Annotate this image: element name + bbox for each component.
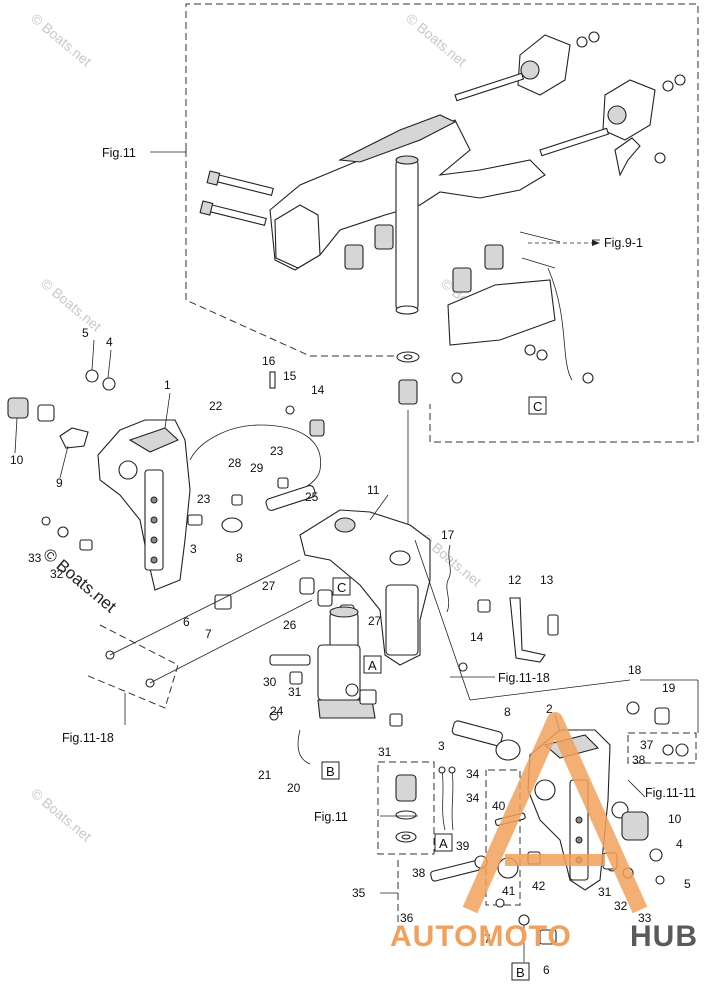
brand-hub-text: HUB	[630, 920, 698, 953]
tilt-cylinder	[269, 606, 377, 765]
callout-30: 30	[263, 675, 277, 689]
callout-34: 34	[466, 767, 480, 781]
brand-auto-text: AUTOMOTO	[390, 920, 572, 953]
callout-27: 27	[262, 579, 276, 593]
callout-2: 2	[546, 702, 553, 716]
watermark-text: © Boats.net	[403, 10, 470, 69]
callout-38: 38	[632, 753, 646, 767]
callout-16: 16	[262, 354, 276, 368]
watermark-text: © Boats.net	[28, 10, 95, 69]
callout-21: 21	[258, 768, 272, 782]
fig-ref-11-11: Fig.11-11	[645, 786, 696, 800]
box-c-top: C	[533, 399, 542, 414]
callout-14: 14	[470, 630, 484, 644]
callout-3: 3	[190, 542, 197, 556]
callout-6: 6	[543, 963, 550, 977]
fig-ref-11-18-left: Fig.11-18	[62, 731, 114, 745]
callout-27: 27	[368, 614, 382, 628]
left-clamp-bracket	[97, 419, 191, 591]
box-b-low: B	[516, 965, 525, 980]
callout-37: 37	[640, 738, 654, 752]
lower-shaft-frame	[377, 761, 435, 855]
callout-33: 33	[638, 911, 652, 925]
callout-1: 1	[164, 378, 171, 392]
box-b-mid: B	[326, 764, 335, 779]
callout-5: 5	[684, 877, 691, 891]
callout-39: 39	[456, 839, 470, 853]
callout-40: 40	[492, 799, 506, 813]
callout-22: 22	[209, 399, 223, 413]
callout-24: 24	[270, 704, 284, 718]
upper-assembly-frame	[150, 3, 699, 443]
watermark-text: © Boats.net	[28, 785, 95, 844]
callout-38: 38	[412, 866, 426, 880]
callout-9: 9	[56, 476, 63, 490]
tilt-lock-parts	[446, 544, 559, 672]
fig-ref-9-1: Fig.9-1	[604, 236, 643, 250]
callout-4: 4	[676, 837, 683, 851]
callout-18: 18	[628, 663, 642, 677]
fig-ref-11-18-mid: Fig.11-18	[498, 671, 550, 685]
callout-14: 14	[311, 383, 325, 397]
box-a-low: A	[439, 836, 448, 851]
box-a-mid: A	[368, 658, 377, 673]
callout-6: 6	[183, 615, 190, 629]
callout-29: 29	[250, 461, 264, 475]
callout-42: 42	[532, 879, 546, 893]
callout-23: 23	[270, 444, 284, 458]
callout-19: 19	[662, 681, 676, 695]
callout-7: 7	[205, 627, 212, 641]
callout-34: 34	[466, 791, 480, 805]
callout-23: 23	[197, 492, 211, 506]
callout-25: 25	[305, 490, 319, 504]
callout-8: 8	[236, 551, 243, 565]
right-bracket-dashed-group	[627, 732, 697, 764]
callout-32: 32	[50, 567, 64, 581]
figure-references: Fig.11 Fig.9-1 Fig.11-18 Fig.11-18 Fig.1…	[62, 146, 696, 824]
left-dashed-group	[85, 559, 313, 725]
callout-13: 13	[540, 573, 554, 587]
callout-32: 32	[614, 899, 628, 913]
upper-right-mounts	[454, 31, 686, 177]
callout-41: 41	[502, 884, 516, 898]
callout-20: 20	[287, 781, 301, 795]
right-clamp-bracket	[451, 701, 670, 891]
callout-3: 3	[438, 739, 445, 753]
callout-17: 17	[441, 528, 455, 542]
left-bracket-hardware	[7, 369, 232, 610]
box-c-mid: C	[337, 580, 346, 595]
rubber-mounts	[344, 224, 600, 384]
callout-7: 7	[484, 932, 491, 946]
callout-8: 8	[504, 705, 511, 719]
ground-wire	[189, 424, 322, 491]
callout-5: 5	[82, 326, 89, 340]
upper-swivel-bracket	[269, 114, 546, 315]
callout-4: 4	[106, 335, 113, 349]
brand-logo: AUTOMOTO HUB	[390, 712, 698, 953]
callout-11: 11	[367, 483, 380, 497]
callout-31: 31	[378, 745, 392, 759]
callout-36: 36	[400, 911, 414, 925]
callout-35: 35	[352, 886, 366, 900]
callout-28: 28	[228, 456, 242, 470]
callout-31: 31	[598, 885, 612, 899]
callout-10: 10	[668, 812, 682, 826]
callout-10: 10	[10, 453, 24, 467]
callout-31: 31	[288, 685, 302, 699]
swivel-bracket-body	[299, 509, 431, 666]
boxed-letters: C C A A B B	[321, 396, 547, 981]
lead-wire	[438, 766, 456, 831]
fig-ref-11-bottom: Fig.11	[314, 810, 348, 824]
upper-long-bolts	[199, 170, 274, 226]
watermark-text: © Boats.net	[38, 275, 105, 334]
fig-ref-11-top: Fig.11	[102, 146, 136, 160]
callout-26: 26	[283, 618, 297, 632]
leader-lines	[14, 239, 699, 894]
callout-numbers: 1 2 3 3 4 4 5 5 6 6 7 7 8 8 9 10 10 11 1…	[10, 326, 691, 977]
callout-33: 33	[28, 551, 42, 565]
callout-12: 12	[508, 573, 522, 587]
callout-15: 15	[283, 369, 297, 383]
